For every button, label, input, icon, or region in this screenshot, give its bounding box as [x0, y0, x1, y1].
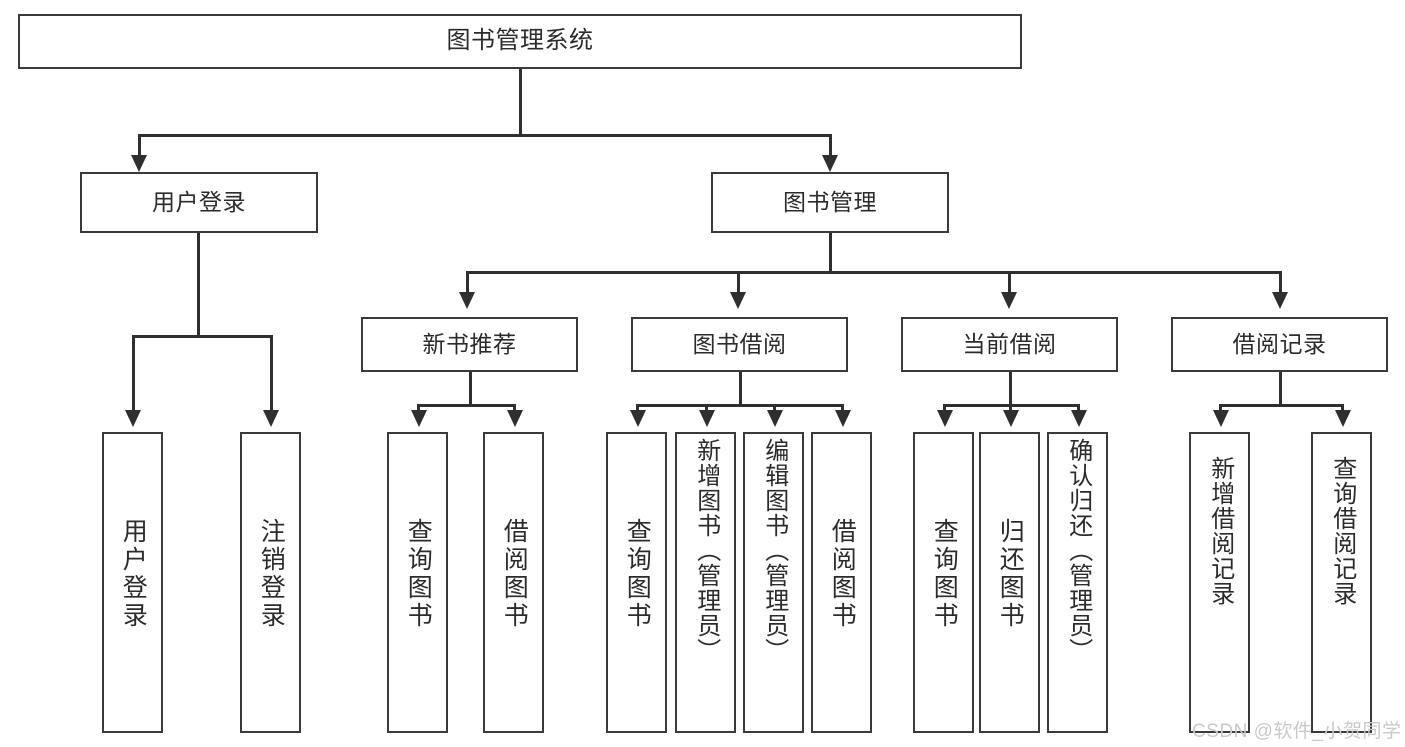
- node-leaf-user-logout[interactable]: 注销登录: [240, 432, 301, 733]
- node-book-manage[interactable]: 图书管理: [711, 172, 949, 233]
- node-borrow-record-label: 借阅记录: [1232, 330, 1327, 357]
- arrowhead-leaf-user-login: [125, 410, 141, 427]
- node-leaf-user-login[interactable]: 用户登录: [102, 432, 163, 733]
- node-leaf-confirm-return-label: 确认归还（管理员）: [1064, 438, 1092, 663]
- connector-book-borrow-c2: [705, 404, 708, 414]
- node-leaf-query-record-label: 查询借阅记录: [1328, 456, 1356, 606]
- connector-user-login-stem: [197, 233, 200, 337]
- node-leaf-confirm-return[interactable]: 确认归还（管理员）: [1047, 432, 1108, 733]
- node-leaf-borrow-book-1[interactable]: 借阅图书: [483, 432, 544, 733]
- node-leaf-query-book-1[interactable]: 查询图书: [387, 432, 448, 733]
- connector-current-borrow-c3: [1077, 404, 1080, 414]
- arrowhead-book-borrow: [730, 292, 746, 309]
- node-leaf-add-book[interactable]: 新增图书（管理员）: [675, 432, 736, 733]
- connector-borrow-record-stem: [1279, 372, 1282, 406]
- node-leaf-query-book-3[interactable]: 查询图书: [913, 432, 974, 733]
- node-leaf-user-login-label: 用户登录: [119, 518, 148, 630]
- node-current-borrow-label: 当前借阅: [962, 330, 1057, 357]
- node-borrow-record[interactable]: 借阅记录: [1171, 317, 1388, 372]
- node-leaf-borrow-book-2-label: 借阅图书: [828, 518, 857, 630]
- connector-to-book-borrow: [737, 271, 740, 295]
- connector-book-manage-stem: [829, 233, 832, 273]
- node-leaf-edit-book[interactable]: 编辑图书（管理员）: [743, 432, 804, 733]
- node-leaf-return-book-label: 归还图书: [996, 518, 1025, 630]
- arrowhead-leaf-query-book-2: [630, 410, 646, 427]
- connector-book-borrow-c3: [773, 404, 776, 414]
- connector-to-current-borrow: [1008, 271, 1011, 295]
- connector-new-book-rec-bar: [417, 404, 515, 407]
- node-user-login-label: 用户登录: [152, 188, 246, 215]
- connector-new-book-rec-c2: [513, 404, 516, 414]
- arrowhead-leaf-confirm-return: [1071, 410, 1087, 427]
- node-leaf-query-book-2[interactable]: 查询图书: [606, 432, 667, 733]
- connector-user-login-child2: [270, 335, 273, 413]
- node-leaf-borrow-book-1-label: 借阅图书: [500, 518, 529, 630]
- connector-borrow-record-c2: [1341, 404, 1344, 414]
- node-leaf-add-record-label: 新增借阅记录: [1206, 456, 1234, 606]
- node-leaf-borrow-book-2[interactable]: 借阅图书: [811, 432, 872, 733]
- arrowhead-user-login: [131, 155, 147, 172]
- connector-root-bar: [138, 134, 831, 137]
- connector-book-manage-bar: [466, 271, 1280, 274]
- node-new-book-rec-label: 新书推荐: [422, 330, 517, 357]
- arrowhead-leaf-add-record: [1213, 410, 1229, 427]
- arrowhead-current-borrow: [1001, 292, 1017, 309]
- node-user-login[interactable]: 用户登录: [80, 172, 318, 233]
- connector-to-new-book-rec: [466, 271, 469, 295]
- connector-book-borrow-c1: [636, 404, 639, 414]
- connector-user-login-bar: [132, 335, 272, 338]
- arrowhead-borrow-record: [1272, 292, 1288, 309]
- node-leaf-query-record[interactable]: 查询借阅记录: [1311, 432, 1372, 733]
- connector-borrow-record-c1: [1219, 404, 1222, 414]
- connector-book-borrow-bar: [636, 404, 844, 407]
- arrowhead-leaf-user-logout: [263, 410, 279, 427]
- connector-book-borrow-stem: [739, 372, 742, 406]
- connector-root-to-book-manage: [829, 134, 832, 158]
- connector-current-borrow-c2: [1009, 404, 1012, 414]
- node-new-book-rec[interactable]: 新书推荐: [361, 317, 578, 372]
- node-leaf-user-logout-label: 注销登录: [257, 518, 286, 630]
- node-book-borrow[interactable]: 图书借阅: [631, 317, 848, 372]
- arrowhead-new-book-rec: [459, 292, 475, 309]
- node-book-borrow-label: 图书借阅: [692, 330, 787, 357]
- node-book-manage-label: 图书管理: [783, 188, 877, 215]
- connector-current-borrow-stem: [1009, 372, 1012, 406]
- connector-borrow-record-bar: [1219, 404, 1343, 407]
- arrowhead-leaf-return-book: [1003, 410, 1019, 427]
- node-leaf-query-book-2-label: 查询图书: [623, 518, 652, 630]
- arrowhead-book-manage: [822, 155, 838, 172]
- node-leaf-query-book-3-label: 查询图书: [930, 518, 959, 630]
- connector-user-login-child1: [132, 335, 135, 413]
- arrowhead-leaf-edit-book: [767, 410, 783, 427]
- connector-to-borrow-record: [1279, 271, 1282, 295]
- arrowhead-leaf-borrow-book-2: [835, 410, 851, 427]
- arrowhead-leaf-add-book: [699, 410, 715, 427]
- node-leaf-add-book-label: 新增图书（管理员）: [692, 438, 720, 663]
- node-leaf-query-book-1-label: 查询图书: [404, 518, 433, 630]
- node-current-borrow[interactable]: 当前借阅: [901, 317, 1118, 372]
- arrowhead-leaf-borrow-book-1: [507, 410, 523, 427]
- arrowhead-leaf-query-book-1: [411, 410, 427, 427]
- connector-new-book-rec-stem: [469, 372, 472, 406]
- node-root-system[interactable]: 图书管理系统: [18, 14, 1022, 69]
- connector-new-book-rec-c1: [417, 404, 420, 414]
- node-leaf-add-record[interactable]: 新增借阅记录: [1189, 432, 1250, 733]
- arrowhead-leaf-query-record: [1335, 410, 1351, 427]
- node-leaf-edit-book-label: 编辑图书（管理员）: [760, 438, 788, 663]
- connector-root-stem: [519, 68, 522, 135]
- connector-root-to-user-login: [138, 134, 141, 158]
- node-root-label: 图书管理系统: [446, 27, 594, 55]
- node-leaf-return-book[interactable]: 归还图书: [979, 432, 1040, 733]
- arrowhead-leaf-query-book-3: [937, 410, 953, 427]
- connector-book-borrow-c4: [841, 404, 844, 414]
- connector-current-borrow-c1: [943, 404, 946, 414]
